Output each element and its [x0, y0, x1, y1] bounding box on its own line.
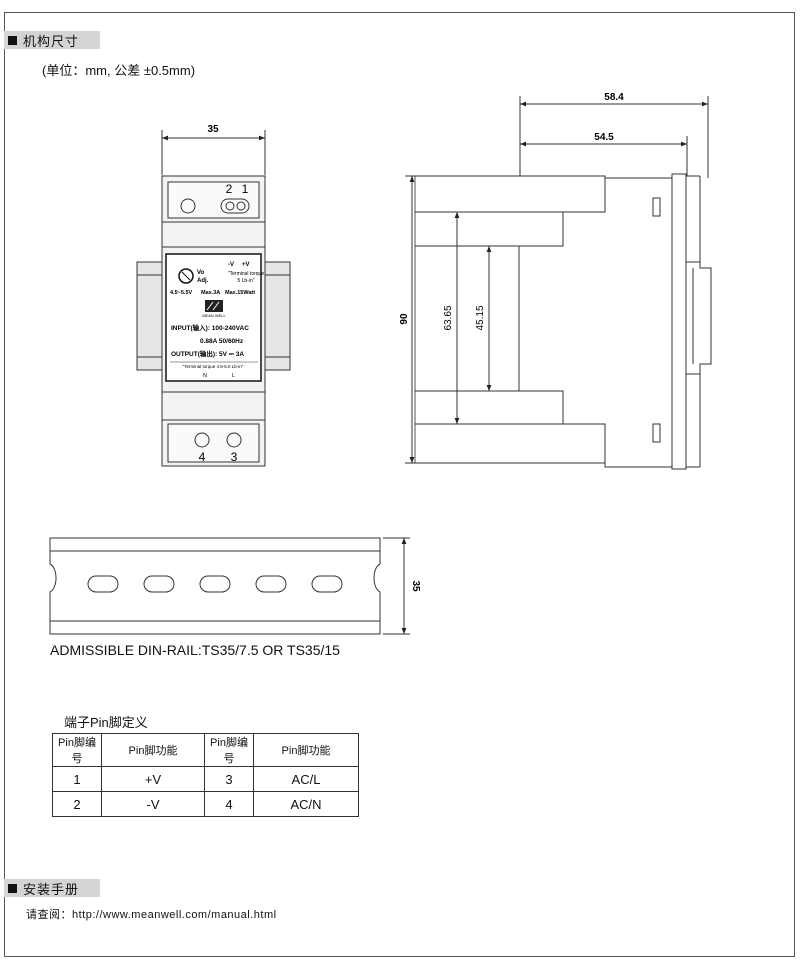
table-header-row: Pin脚编号 Pin脚功能 Pin脚编号 Pin脚功能: [52, 733, 359, 767]
section-header-mechanical: 机构尺寸: [4, 31, 100, 49]
side-view: [405, 96, 712, 470]
front-width-dim: 35: [207, 124, 219, 135]
din-rail-drawing: [49, 537, 410, 635]
dim-total-depth: 58.4: [604, 92, 624, 103]
label-output-range: 4.5~5.5V: [170, 290, 193, 296]
label-output-torque: "Terminal torque 4.5-6.0 Lb-in": [183, 364, 244, 369]
header-pin-func-2: Pin脚功能: [253, 733, 359, 767]
terminal-4-label: 4: [199, 450, 206, 464]
header-pin-func-1: Pin脚功能: [101, 733, 205, 767]
label-torque-1: "Terminal torque: [228, 271, 264, 277]
label-output-line: OUTPUT(输出): 5V ⎓ 3A: [171, 349, 244, 358]
label-n: N: [203, 373, 207, 379]
label-l: L: [232, 373, 235, 379]
dim-depth: 54.5: [594, 132, 614, 143]
table-cell: 2: [52, 791, 102, 817]
unit-note: (单位：mm, 公差 ±0.5mm): [42, 63, 196, 78]
header-pin-no-1: Pin脚编号: [52, 733, 102, 767]
label-torque-2: 5 Lb-in": [237, 278, 254, 284]
label-max-power: Max.15Watt: [225, 290, 255, 296]
table-cell: 3: [204, 766, 254, 792]
label-max-current: Max.3A: [201, 290, 220, 296]
table-row: 2 -V 4 AC/N: [52, 791, 359, 817]
label-input-spec: 0.88A 50/60Hz: [200, 338, 244, 345]
manual-link-text: 请查阅：http://www.meanwell.com/manual.html: [26, 909, 277, 921]
front-view: [136, 130, 291, 467]
table-cell: 4: [204, 791, 254, 817]
dim-height: 90: [399, 313, 410, 325]
label-plus-v: +V: [242, 262, 250, 268]
label-adj: Adj.: [197, 278, 209, 284]
page-frame: [4, 12, 795, 957]
terminal-3-label: 3: [231, 450, 238, 464]
section-title: 机构尺寸: [23, 33, 80, 49]
table-row: 1 +V 3 AC/L: [52, 766, 359, 792]
pin-definition-table: Pin脚编号 Pin脚功能 Pin脚编号 Pin脚功能 1 +V 3 AC/L …: [52, 733, 359, 817]
terminal-1-label: 1: [242, 182, 249, 196]
label-minus-v: -V: [228, 262, 234, 268]
terminal-2-label: 2: [226, 182, 233, 196]
dim-step1: 63.65: [443, 305, 454, 330]
table-cell: -V: [101, 791, 205, 817]
square-bullet-icon: [8, 883, 17, 893]
section-title: 安装手册: [23, 881, 80, 897]
table-cell: 1: [52, 766, 102, 792]
table-cell: AC/N: [253, 791, 359, 817]
dim-step2: 45.15: [475, 305, 486, 330]
table-cell: AC/L: [253, 766, 359, 792]
label-input-line: INPUT(输入): 100-240VAC: [171, 323, 249, 332]
square-bullet-icon: [8, 35, 17, 45]
din-rail-caption: ADMISSIBLE DIN-RAIL:TS35/7.5 OR TS35/15: [50, 642, 340, 658]
pin-table-title: 端子Pin脚定义: [64, 715, 148, 730]
rail-height-dim: 35: [410, 580, 421, 592]
section-header-installation: 安装手册: [4, 879, 100, 897]
table-cell: +V: [101, 766, 205, 792]
header-pin-no-2: Pin脚编号: [204, 733, 254, 767]
label-vo: Vo: [197, 270, 205, 276]
label-brand: MEAN WELL: [202, 313, 226, 318]
